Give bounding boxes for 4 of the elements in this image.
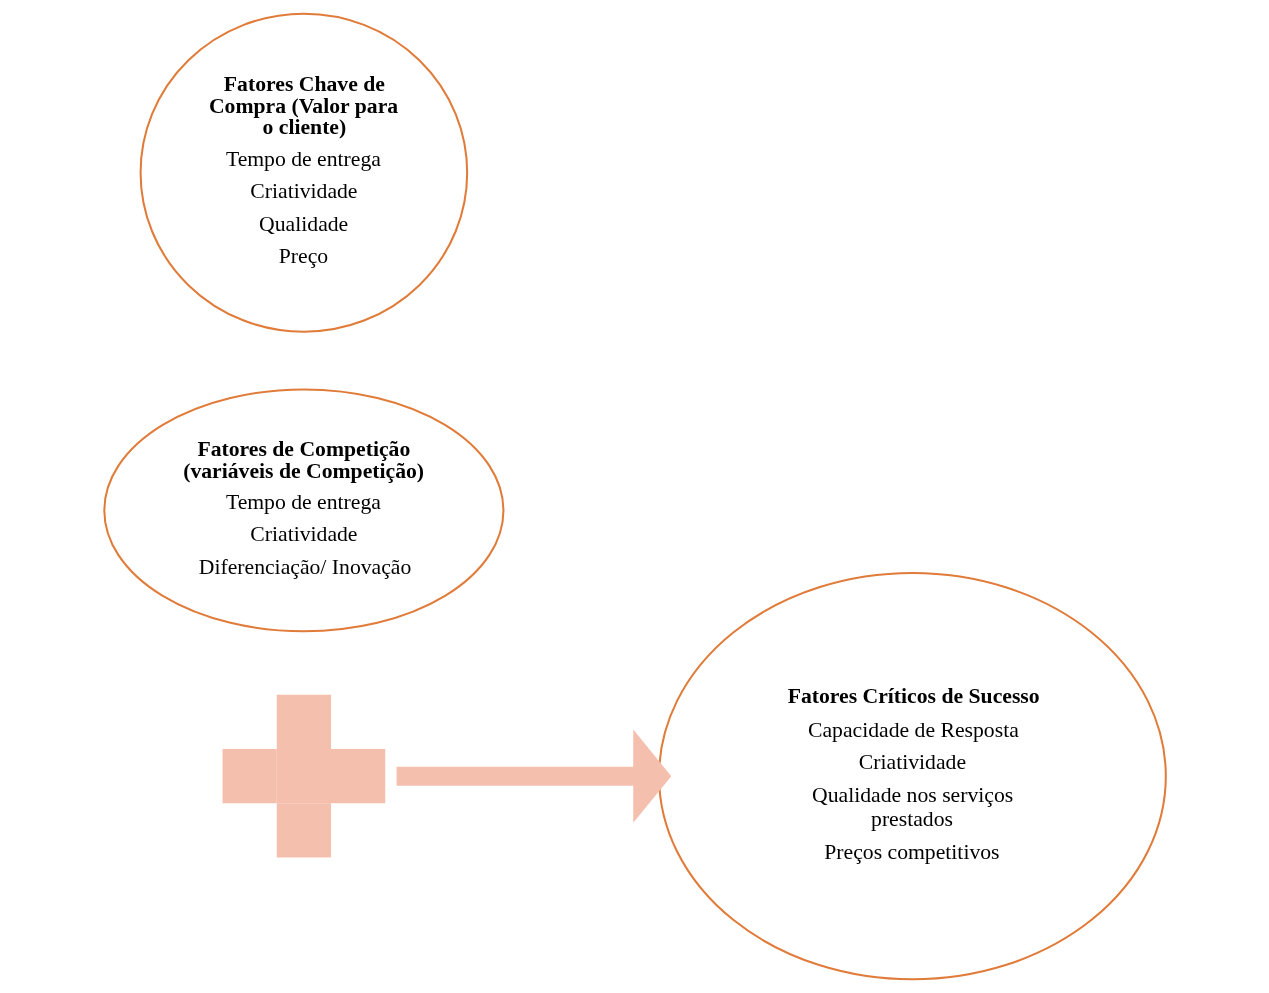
node-ellipse: Fatores de Competição (variáveis de Competição) Tempo de entrega Criatividade Diferenciação/ Inovação — [102, 388, 504, 633]
node-circle: Fatores Chave de Compra (Valor para o cliente) Tempo de entrega Criatividade Qualidade Preço — [139, 12, 468, 333]
arrow — [396, 729, 671, 823]
node-ellipse: Fatores Críticos de Sucesso Capacidade de Resposta Criatividade Qualidade nos serviços prestados Preços competitivos — [657, 572, 1167, 981]
